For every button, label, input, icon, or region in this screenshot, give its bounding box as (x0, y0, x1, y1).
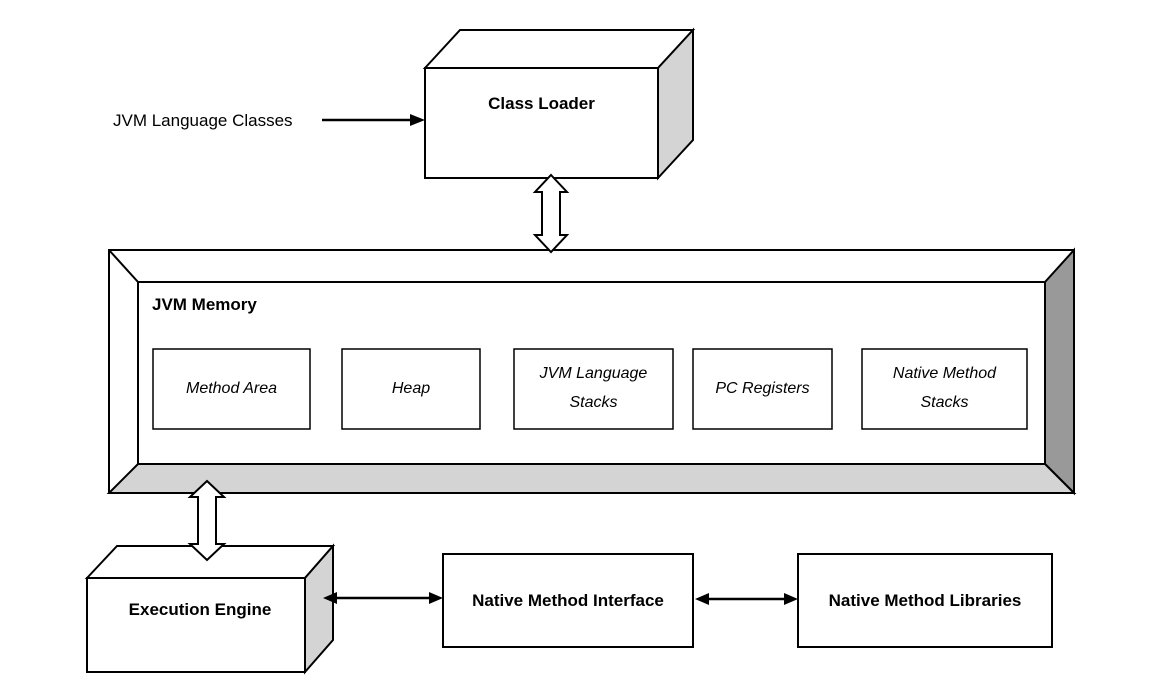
jvm-memory-text: JVM Memory (152, 295, 257, 315)
jvm-language-stacks-label: JVM Language Stacks (514, 349, 673, 429)
execution-engine-text: Execution Engine (128, 600, 272, 620)
arrow-engine-interface-left-head (323, 592, 337, 604)
jvm-language-classes-label: JVM Language Classes (113, 108, 318, 134)
arrow-classes-to-loader (322, 114, 425, 126)
jvm-memory-topleft-bevel-line (108, 249, 139, 283)
arrow-classes-to-loader-head (410, 114, 425, 126)
jvm-memory-bottom-bevel (106, 463, 1077, 494)
jvm-memory-right-bevel (1044, 247, 1075, 496)
hollow-arrow-loader-memory (532, 173, 570, 254)
class-loader-front-face (424, 67, 659, 179)
native-method-stacks-text: Native Method Stacks (892, 365, 997, 411)
jvm-language-classes-text: JVM Language Classes (113, 111, 293, 131)
native-method-interface-text: Native Method Interface (472, 590, 664, 610)
pc-registers-box (692, 348, 833, 430)
native-method-libraries-text: Native Method Libraries (828, 590, 1022, 610)
heap-text: Heap (391, 379, 431, 397)
jvm-language-stacks-box (513, 348, 674, 430)
arrow-interface-libraries (695, 593, 798, 605)
native-method-stacks-box (861, 348, 1028, 430)
arrow-interface-libraries-left-head (695, 593, 709, 605)
arrow-engine-interface (323, 592, 443, 604)
pc-registers-label: PC Registers (693, 349, 832, 429)
heap-label: Heap (342, 349, 480, 429)
hollow-arrow-memory-engine (187, 479, 227, 562)
jvm-memory-component-boxes (152, 348, 1028, 430)
execution-engine-label: Execution Engine (87, 565, 313, 655)
execution-engine-front-face (86, 577, 306, 673)
arrow-engine-interface-right-head (429, 592, 443, 604)
jvm-memory-label: JVM Memory (152, 293, 352, 317)
native-method-libraries-label: Native Method Libraries (798, 554, 1052, 647)
jvm-language-stacks-text: JVM Language Stacks (539, 365, 648, 411)
method-area-text: Method Area (185, 379, 277, 397)
method-area-box (152, 348, 311, 430)
native-method-libraries-box (797, 553, 1053, 648)
arrow-interface-libraries-right-head (784, 593, 798, 605)
native-method-interface-box (442, 553, 694, 648)
heap-box (341, 348, 481, 430)
execution-engine-box (84, 543, 336, 675)
pc-registers-text: PC Registers (715, 379, 810, 397)
native-method-stacks-label: Native Method Stacks (862, 349, 1027, 429)
method-area-label: Method Area (153, 349, 310, 429)
class-loader-box (422, 27, 696, 181)
native-method-interface-label: Native Method Interface (443, 554, 693, 647)
class-loader-text: Class Loader (488, 94, 595, 114)
class-loader-label: Class Loader (425, 30, 658, 178)
